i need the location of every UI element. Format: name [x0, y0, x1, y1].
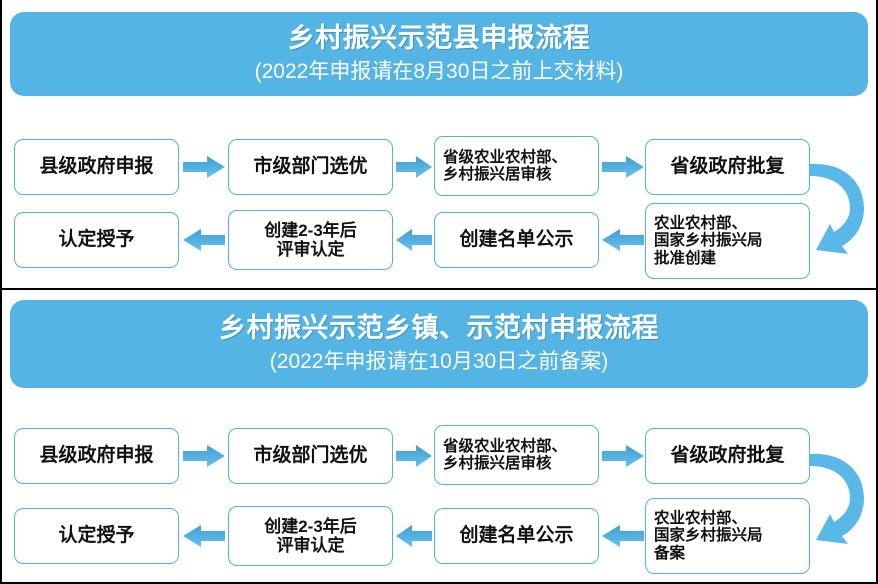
node-s1-r2-c4[interactable]: 农业农村部、 国家乡村振兴局 批准创建: [645, 203, 810, 279]
node-s1-r1-c1[interactable]: 县级政府申报: [14, 139, 179, 195]
section-1-subtitle: (2022年申报请在8月30日之前上交材料): [254, 59, 624, 83]
frame-left-border: [0, 0, 2, 584]
frame-right-border: [876, 0, 878, 584]
arrow-s1-r1-a2: [396, 156, 432, 178]
arrow-s2-r1-a3: [602, 445, 644, 467]
section-1-title: 乡村振兴示范县申报流程: [287, 23, 591, 54]
arrow-s2-r2-a3: [602, 525, 644, 547]
arrow-s2-r1-a1: [183, 445, 225, 467]
node-s2-r1-c1[interactable]: 县级政府申报: [14, 428, 179, 484]
section-1-banner: 乡村振兴示范县申报流程 (2022年申报请在8月30日之前上交材料): [10, 12, 868, 96]
arrow-s2-r1-a2: [396, 445, 432, 467]
node-s1-r1-c2[interactable]: 市级部门选优: [228, 139, 393, 195]
arrow-s1-r2-a2: [396, 229, 432, 251]
arrow-s1-r1-a3: [602, 156, 644, 178]
frame-mid-divider: [0, 288, 878, 290]
node-s1-r2-c2[interactable]: 创建2-3年后 评审认定: [228, 210, 393, 270]
section-2-banner: 乡村振兴示范乡镇、示范村申报流程 (2022年申报请在10月30日之前备案): [10, 300, 868, 388]
frame-bottom-border: [0, 582, 878, 584]
section-2-subtitle: (2022年申报请在10月30日之前备案): [269, 349, 609, 373]
arrow-s2-r2-a1: [183, 525, 225, 547]
section-2-title: 乡村振兴示范乡镇、示范村申报流程: [219, 313, 659, 344]
node-s2-r1-c2[interactable]: 市级部门选优: [228, 428, 393, 484]
node-s2-r2-c2[interactable]: 创建2-3年后 评审认定: [228, 506, 393, 566]
node-s2-r2-c3[interactable]: 创建名单公示: [434, 508, 599, 564]
arrow-s2-r2-a2: [396, 525, 432, 547]
node-s1-r1-c3[interactable]: 省级农业农村部、 乡村振兴居审核: [434, 136, 599, 196]
arrow-s1-r1-a1: [183, 156, 225, 178]
node-s1-r1-c4[interactable]: 省级政府批复: [645, 139, 810, 195]
node-s1-r2-c1[interactable]: 认定授予: [14, 212, 179, 268]
node-s2-r2-c4[interactable]: 农业农村部、 国家乡村振兴局 备案: [645, 498, 810, 574]
node-s2-r1-c4[interactable]: 省级政府批复: [645, 428, 810, 484]
arrow-s1-r2-a3: [602, 229, 644, 251]
node-s2-r1-c3[interactable]: 省级农业农村部、 乡村振兴居审核: [434, 425, 599, 485]
curved-arrow-s2: [808, 440, 870, 556]
arrow-s1-r2-a1: [183, 229, 225, 251]
node-s1-r2-c3[interactable]: 创建名单公示: [434, 212, 599, 268]
curved-arrow-s1: [808, 150, 870, 266]
node-s2-r2-c1[interactable]: 认定授予: [14, 508, 179, 564]
